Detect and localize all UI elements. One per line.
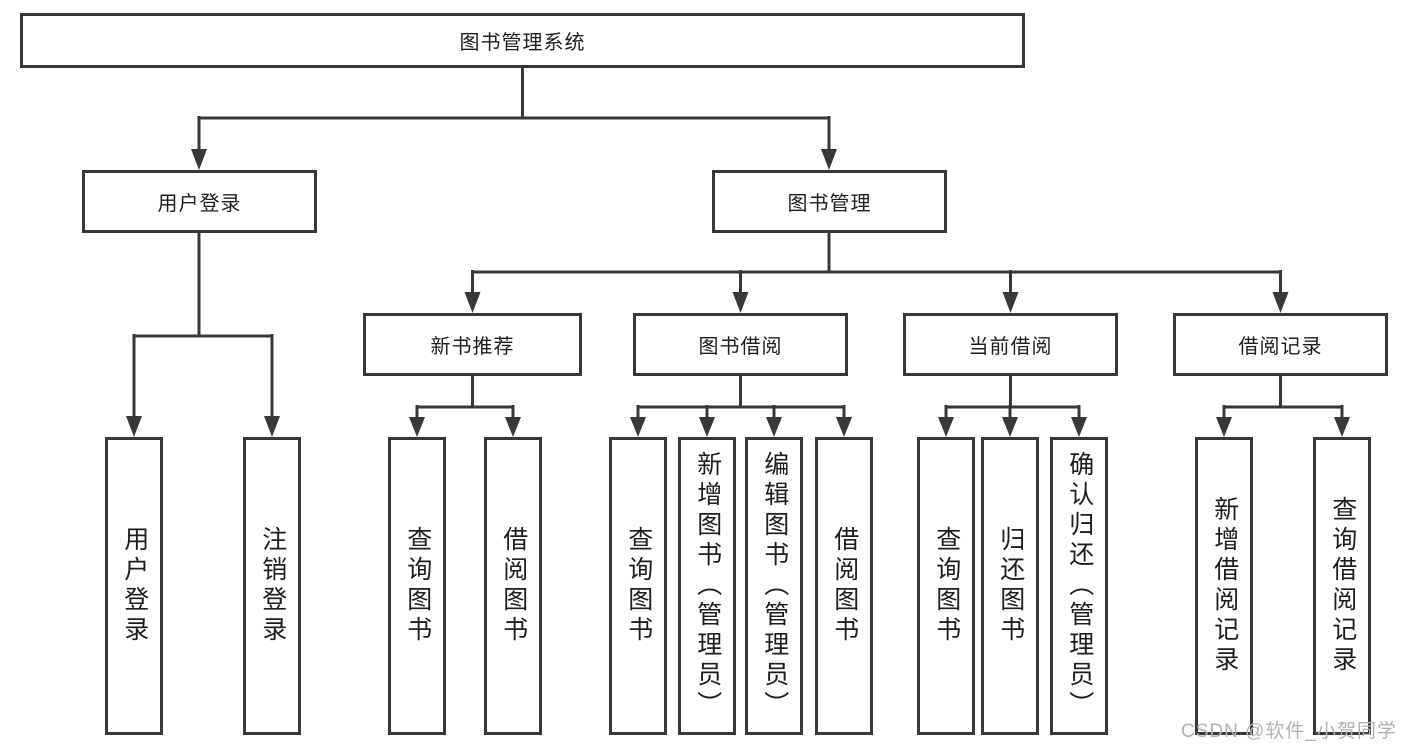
node-current-borrowing-label: 当前借阅 (968, 336, 1053, 358)
leaf-logout-label: 注销登录 (258, 526, 287, 646)
leaf-current-confirm-return-admin-label: 确认归还（管理员） (1065, 451, 1094, 721)
leaf-recommend-query-books: 查询图书 (388, 437, 446, 735)
leaf-records-add-record: 新增借阅记录 (1195, 437, 1253, 735)
leaf-user-login-label: 用户登录 (120, 526, 149, 646)
node-user-login-label: 用户登录 (157, 193, 242, 215)
node-new-book-recommend-label: 新书推荐 (430, 336, 515, 358)
node-borrow-records-label: 借阅记录 (1238, 336, 1323, 358)
leaf-current-confirm-return-admin: 确认归还（管理员） (1050, 437, 1108, 735)
leaf-borrowing-add-books-admin-label: 新增图书（管理员） (693, 451, 722, 721)
node-book-borrowing: 图书借阅 (633, 313, 848, 376)
node-root-label: 图书管理系统 (459, 32, 586, 54)
leaf-current-query-books: 查询图书 (917, 437, 975, 735)
leaf-borrowing-borrow-books-label: 借阅图书 (830, 526, 859, 646)
csdn-watermark: CSDN @软件_小贺同学 (1181, 721, 1397, 742)
leaf-borrowing-edit-books-admin-label: 编辑图书（管理员） (760, 451, 789, 721)
leaf-borrowing-edit-books-admin: 编辑图书（管理员） (745, 437, 803, 735)
leaf-borrowing-borrow-books: 借阅图书 (815, 437, 873, 735)
leaf-current-return-books: 归还图书 (981, 437, 1039, 735)
node-book-management-label: 图书管理 (787, 193, 872, 215)
node-new-book-recommend: 新书推荐 (363, 313, 582, 376)
node-book-management: 图书管理 (712, 170, 947, 233)
leaf-borrowing-query-books: 查询图书 (609, 437, 667, 735)
leaf-recommend-borrow-books-label: 借阅图书 (499, 526, 528, 646)
leaf-recommend-borrow-books: 借阅图书 (484, 437, 542, 735)
leaf-records-query-record-label: 查询借阅记录 (1328, 496, 1357, 676)
leaf-current-query-books-label: 查询图书 (932, 526, 961, 646)
node-borrow-records: 借阅记录 (1173, 313, 1388, 376)
leaf-current-return-books-label: 归还图书 (996, 526, 1025, 646)
leaf-records-query-record: 查询借阅记录 (1313, 437, 1371, 735)
leaf-user-login: 用户登录 (105, 437, 163, 735)
node-user-login: 用户登录 (82, 170, 317, 233)
node-root: 图书管理系统 (20, 13, 1025, 68)
leaf-borrowing-add-books-admin: 新增图书（管理员） (678, 437, 736, 735)
node-book-borrowing-label: 图书借阅 (698, 336, 783, 358)
leaf-borrowing-query-books-label: 查询图书 (624, 526, 653, 646)
leaf-records-add-record-label: 新增借阅记录 (1210, 496, 1239, 676)
leaf-recommend-query-books-label: 查询图书 (403, 526, 432, 646)
node-current-borrowing: 当前借阅 (903, 313, 1118, 376)
leaf-logout: 注销登录 (243, 437, 301, 735)
